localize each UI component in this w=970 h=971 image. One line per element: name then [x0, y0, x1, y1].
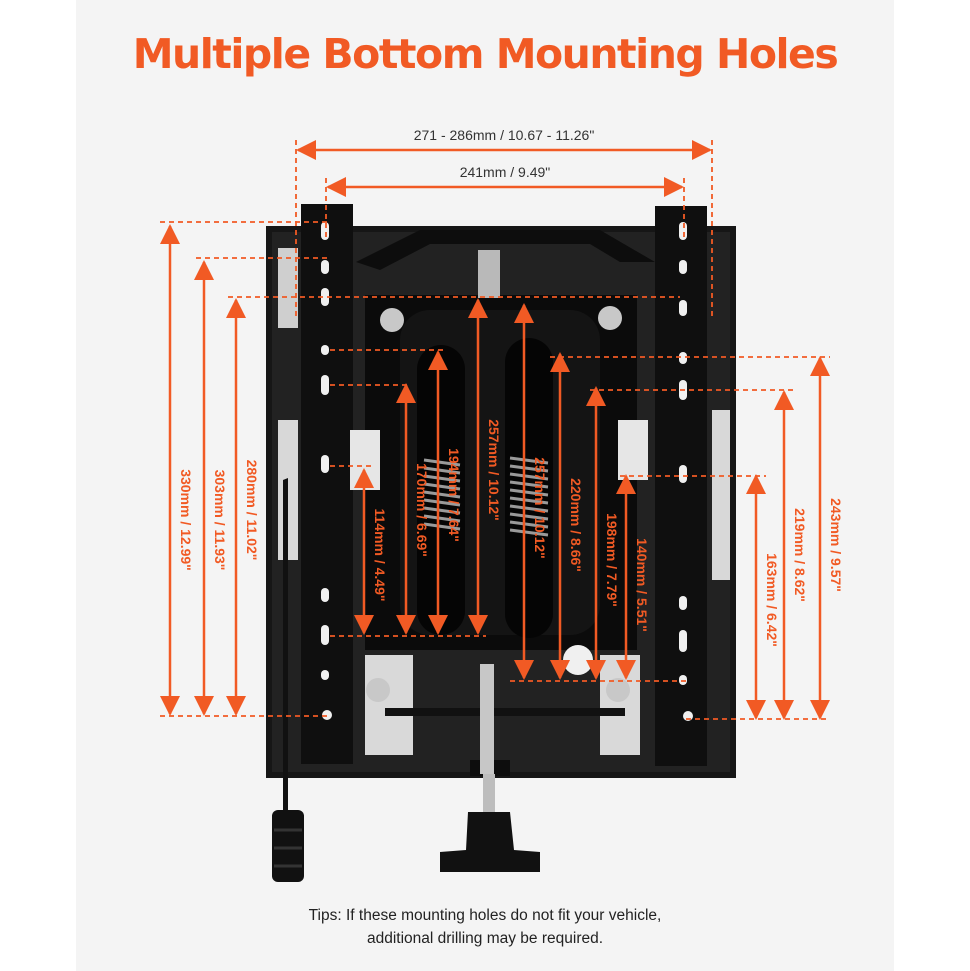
label-194: 194mm / 7.64" [446, 448, 462, 542]
label-257b: 257mm / 10.12" [532, 457, 548, 559]
label-220: 220mm / 8.66" [568, 478, 584, 572]
knob-shaft [480, 664, 494, 774]
label-width-outer: 271 - 286mm / 10.67 - 11.26" [414, 127, 595, 143]
label-163: 163mm / 6.42" [764, 553, 780, 647]
lever-handle [272, 810, 304, 882]
label-198: 198mm / 7.79" [604, 513, 620, 607]
seat-mount-bracket [266, 204, 736, 882]
tips-line-2: additional drilling may be required. [366, 930, 604, 947]
label-114: 114mm / 4.49" [372, 508, 388, 601]
label-170: 170mm / 6.69" [414, 463, 430, 557]
label-280: 280mm / 11.02" [244, 460, 260, 561]
label-243: 243mm / 9.57" [828, 498, 844, 592]
left-rail [301, 204, 353, 764]
label-140: 140mm / 5.51" [634, 538, 650, 632]
label-303: 303mm / 11.93" [212, 470, 228, 571]
tips-note: Tips: If these mounting holes do not fit… [76, 904, 894, 950]
top-bolt [478, 250, 500, 298]
right-rail [655, 206, 707, 766]
extension-lines [160, 140, 830, 720]
label-330: 330mm / 12.99" [178, 469, 194, 571]
label-257a: 257mm / 10.12" [486, 419, 502, 521]
dimension-arrows [160, 140, 830, 720]
mounting-holes [321, 222, 693, 721]
label-219: 219mm / 8.62" [792, 508, 808, 602]
label-width-inner: 241mm / 9.49" [460, 164, 551, 180]
page-title: Multiple Bottom Mounting Holes [132, 30, 839, 78]
adjustment-knob [440, 812, 540, 872]
side-lever [283, 478, 288, 810]
cross-rod [385, 708, 625, 716]
tips-line-1: Tips: If these mounting holes do not fit… [308, 907, 662, 924]
